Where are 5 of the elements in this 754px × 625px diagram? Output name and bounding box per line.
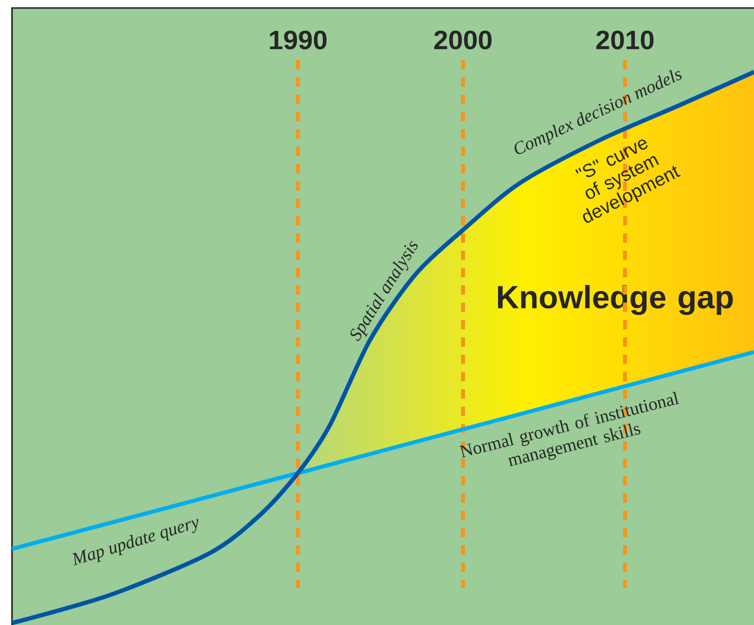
knowledge-gap-area: Knowledge gap bbox=[498, 285, 733, 315]
curve-label: Map update query bbox=[72, 518, 198, 566]
year-label: 2010 bbox=[596, 30, 654, 50]
year-label: 1990 bbox=[270, 30, 327, 50]
year-label: 2000 bbox=[434, 30, 492, 50]
